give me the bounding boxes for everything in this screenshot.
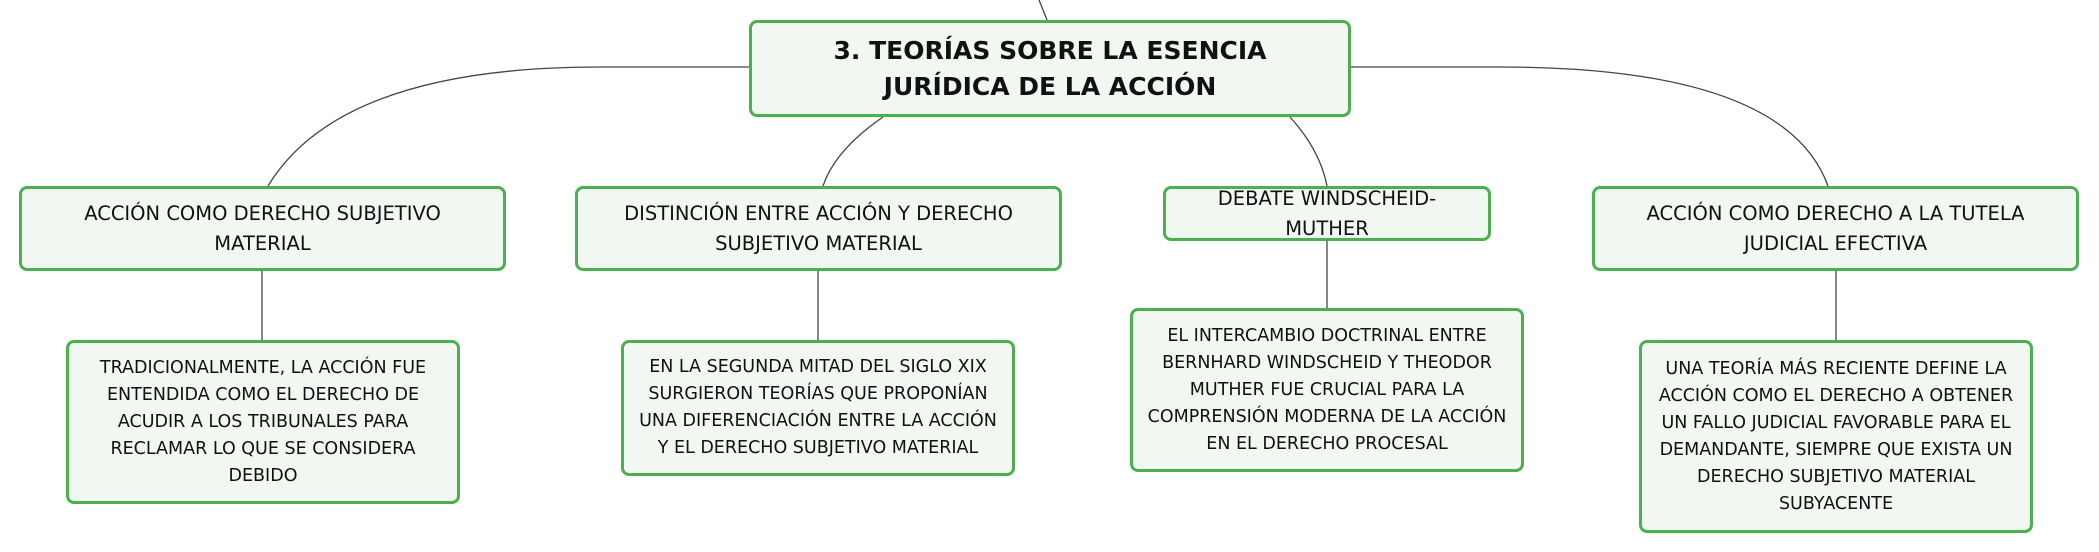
- branch-topic-1[interactable]: ACCIÓN COMO DERECHO SUBJETIVO MATERIAL: [19, 186, 506, 271]
- detail-topic-1-label: TRADICIONALMENTE, LA ACCIÓN FUE ENTENDID…: [99, 357, 427, 486]
- root-topic-label: 3. TEORÍAS SOBRE LA ESENCIA JURÍDICA DE …: [833, 35, 1267, 101]
- connector-parent-to-root: [1038, 0, 1048, 21]
- connector-root-to-branch-4: [1351, 66, 1829, 187]
- branch-topic-3[interactable]: DEBATE WINDSCHEID-MUTHER: [1163, 186, 1491, 241]
- detail-topic-4[interactable]: UNA TEORÍA MÁS RECIENTE DEFINE LA ACCIÓN…: [1639, 340, 2033, 533]
- detail-topic-1[interactable]: TRADICIONALMENTE, LA ACCIÓN FUE ENTENDID…: [66, 340, 460, 504]
- detail-topic-2-label: EN LA SEGUNDA MITAD DEL SIGLO XIX SURGIE…: [639, 357, 997, 458]
- branch-topic-2-label: DISTINCIÓN ENTRE ACCIÓN Y DERECHO SUBJET…: [624, 201, 1013, 255]
- branch-topic-4-label: ACCIÓN COMO DERECHO A LA TUTELA JUDICIAL…: [1646, 201, 2025, 255]
- branch-topic-3-label: DEBATE WINDSCHEID-MUTHER: [1217, 186, 1437, 240]
- detail-topic-4-label: UNA TEORÍA MÁS RECIENTE DEFINE LA ACCIÓN…: [1658, 358, 2014, 514]
- connector-root-to-branch-3: [1289, 116, 1328, 187]
- detail-topic-3-label: EL INTERCAMBIO DOCTRINAL ENTRE BERNHARD …: [1147, 325, 1507, 454]
- detail-topic-3[interactable]: EL INTERCAMBIO DOCTRINAL ENTRE BERNHARD …: [1130, 308, 1524, 472]
- root-topic[interactable]: 3. TEORÍAS SOBRE LA ESENCIA JURÍDICA DE …: [749, 20, 1351, 117]
- branch-topic-1-label: ACCIÓN COMO DERECHO SUBJETIVO MATERIAL: [84, 201, 441, 255]
- branch-topic-2[interactable]: DISTINCIÓN ENTRE ACCIÓN Y DERECHO SUBJET…: [575, 186, 1062, 271]
- connector-root-to-branch-1: [267, 66, 749, 187]
- branch-topic-4[interactable]: ACCIÓN COMO DERECHO A LA TUTELA JUDICIAL…: [1592, 186, 2079, 271]
- connector-root-to-branch-2: [822, 116, 884, 187]
- detail-topic-2[interactable]: EN LA SEGUNDA MITAD DEL SIGLO XIX SURGIE…: [621, 340, 1015, 476]
